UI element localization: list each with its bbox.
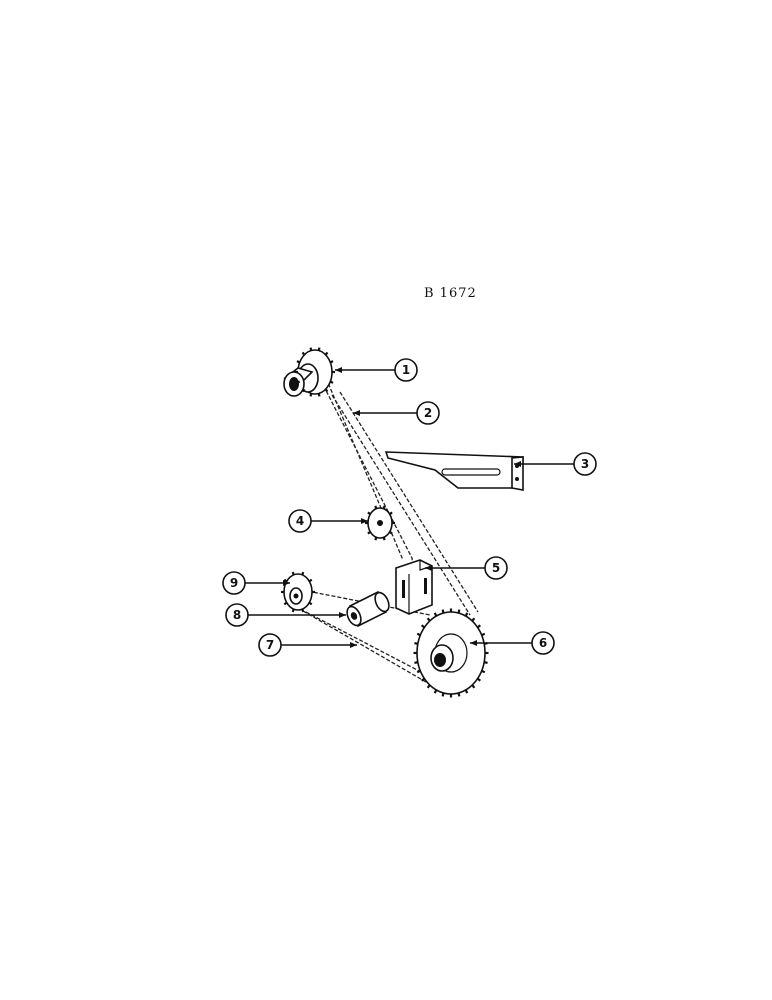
sprocket-tooth [389, 511, 393, 516]
sprocket-tooth [296, 360, 301, 364]
sprocket-tooth [471, 684, 476, 689]
hub-teeth [295, 347, 335, 397]
callout-3: 3 [514, 452, 597, 476]
sprocket-tooth [476, 624, 482, 629]
sprocket-tooth [420, 677, 426, 682]
callout-1: 1 [335, 358, 418, 382]
sprocket-tooth [367, 511, 371, 516]
sprocket-tooth [481, 632, 486, 637]
callout-2: 2 [353, 401, 440, 425]
slotted-bracket [384, 451, 524, 491]
sprocket-tooth [382, 505, 386, 510]
sprocket-tooth [308, 578, 313, 583]
sprocket-tooth [301, 571, 305, 576]
sprocket-tooth [329, 360, 334, 364]
sprocket-tooth [471, 617, 476, 622]
sprocket-tooth [317, 347, 321, 351]
small-drive-sprocket [281, 571, 315, 613]
sprocket-tooth [309, 347, 313, 351]
sprocket-tooth [457, 609, 461, 614]
sprocket-tooth [374, 536, 378, 541]
sprocket-tooth [309, 393, 313, 397]
callout-6: 6 [470, 631, 555, 655]
callout-8: 8 [225, 603, 346, 627]
sprocket-tooth [420, 624, 426, 629]
callout-number: 8 [233, 608, 241, 622]
sprocket-tooth [291, 571, 295, 576]
small-idler-sprocket [365, 505, 395, 541]
sprocket-tooth [426, 684, 431, 689]
figure-code: B 1672 [424, 286, 477, 301]
sprocket-tooth [382, 536, 386, 541]
callout-number: 4 [296, 514, 304, 528]
drive-teeth [281, 571, 315, 613]
sprocket-tooth [317, 393, 321, 397]
sprocket-tooth [416, 632, 421, 637]
sprocket-tooth [324, 388, 329, 393]
callout-7: 7 [258, 633, 357, 657]
sprocket-tooth [441, 609, 445, 614]
sprocket-tooth [308, 601, 313, 606]
sprocket-tooth [374, 505, 378, 510]
sprocket-tooth [483, 661, 488, 664]
callout-5: 5 [425, 556, 508, 580]
callout-number: 6 [539, 636, 547, 650]
sprocket-tooth [416, 669, 421, 674]
sprocket-tooth [464, 612, 469, 617]
sprocket-tooth [283, 601, 288, 606]
callout-number: 3 [581, 457, 589, 471]
sprocket-tooth [441, 692, 445, 697]
idler-teeth [365, 505, 395, 541]
sprocket-tooth [291, 608, 295, 613]
callout-4: 4 [288, 509, 368, 533]
sprocket-tooth [433, 689, 438, 694]
sprocket-tooth [476, 677, 482, 682]
sprocket-tooth [301, 351, 306, 356]
sprocket-tooth [329, 380, 334, 384]
sprocket-tooth [481, 669, 486, 674]
callout-number: 1 [402, 363, 410, 377]
sprocket-hub [283, 347, 335, 397]
callout-9: 9 [222, 571, 290, 595]
sprocket-tooth [301, 388, 306, 393]
sprocket-tooth [414, 661, 419, 664]
channel-bracket [395, 559, 433, 615]
sprocket-tooth [301, 608, 305, 613]
callout-number: 5 [492, 561, 500, 575]
large-teeth [413, 608, 489, 698]
large-sprocket [413, 608, 489, 698]
sprocket-tooth [324, 351, 329, 356]
spacer-sleeve [346, 590, 390, 628]
sprocket-tooth [426, 617, 431, 622]
sprocket-tooth [457, 692, 461, 697]
sprocket-tooth [389, 530, 393, 535]
sprocket-tooth [283, 578, 288, 583]
sprocket-tooth [433, 612, 438, 617]
callout-number: 2 [424, 406, 432, 420]
sprocket-tooth [414, 642, 419, 645]
callout-number: 7 [266, 638, 274, 652]
callout-number: 9 [230, 576, 238, 590]
sprocket-tooth [367, 530, 371, 535]
sprocket-tooth [464, 689, 469, 694]
sprocket-tooth [296, 380, 301, 384]
